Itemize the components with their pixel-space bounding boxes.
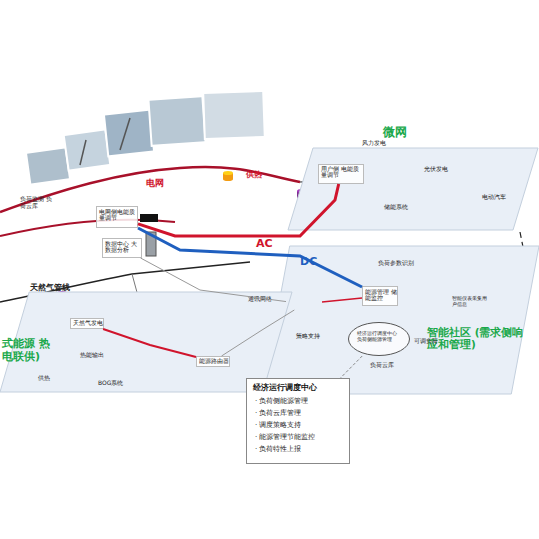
part-label: 热能输出	[80, 352, 120, 359]
connector	[103, 329, 196, 357]
photo	[148, 96, 205, 146]
node-body: · 负荷特性上报	[255, 445, 347, 453]
node-body: · 能源管理节能监控	[255, 433, 347, 441]
storage-cylinder	[223, 171, 233, 181]
panel: 智能社区 (需求侧响应和管理) 能源管理 储能监控经济运行调度中心 负荷侧能源管理	[262, 246, 539, 394]
ellipse-shape	[349, 323, 410, 356]
connector	[141, 258, 286, 302]
part-label: 策略支持	[296, 333, 330, 340]
photo	[64, 129, 111, 170]
part-label: 智能仪表采集用户信息	[452, 296, 488, 308]
node-heading: 能源路由器	[199, 358, 231, 364]
node-body: · 负荷侧能源管理	[255, 397, 347, 405]
node-heading: 天然气发电	[73, 320, 105, 326]
connector	[322, 298, 362, 302]
node-outline	[262, 246, 539, 394]
edge-label: DC	[300, 256, 317, 269]
device-box: 能源管理 储能监控	[362, 286, 398, 306]
node-heading: 经济运行调度中心 负荷侧能源管理	[357, 331, 401, 343]
info-box: 经济运行调度中心 · 负荷侧能源管理 · 负荷云库管理 · 调度策略支持 · 能源管理节…	[246, 378, 350, 464]
part-label: 通讯网络	[248, 296, 282, 303]
part-label: 可调负荷	[414, 338, 448, 345]
photo	[203, 91, 265, 139]
node-heading: 电网侧电能质量调节	[99, 209, 137, 222]
device-box: 电网侧电能质量调节	[96, 206, 138, 228]
node-heading: 数据中心 大数据分析	[105, 241, 141, 254]
edge-label: AC	[256, 238, 273, 251]
tower	[120, 118, 130, 150]
node-heading: 经济运行调度中心	[253, 383, 345, 392]
part-label: 储能系统	[384, 204, 424, 211]
control-ellipse: 经济运行调度中心 负荷侧能源管理	[348, 322, 410, 356]
part-label: 供热	[246, 170, 270, 179]
tower	[80, 140, 86, 165]
panel-shape	[288, 148, 538, 230]
part-label: 天然气管线	[30, 283, 90, 292]
part-label: 电动汽车	[482, 194, 522, 201]
part-label: 负荷监测 负荷云库	[20, 196, 56, 210]
part-label: 负荷参数识别	[378, 260, 428, 267]
illustration-shape	[223, 177, 233, 181]
node-heading: 能源管理 储能监控	[365, 289, 397, 302]
part-label: 光伏发电	[424, 166, 464, 173]
panel: 式能源 热电联供) 天然气发电能源路由器	[0, 292, 292, 392]
node-body: · 调度策略支持	[255, 421, 347, 429]
node-heading: 式能源 热电联供)	[2, 338, 60, 363]
panel-shape	[0, 292, 292, 392]
connector	[138, 228, 362, 287]
device-box: 数据中心 大数据分析	[102, 238, 142, 258]
connector	[138, 184, 339, 236]
part-label: BOG系统	[98, 380, 138, 387]
device-box: 用户侧 电能质量调节	[318, 164, 364, 184]
part-label: 供热	[38, 375, 62, 382]
illustration-shape	[223, 171, 233, 175]
node-body: · 负荷云库管理	[255, 409, 347, 417]
server-tower	[146, 232, 156, 256]
panel: 微网用户侧 电能质量调节	[288, 148, 538, 230]
grid-line	[0, 167, 300, 212]
photo	[104, 110, 154, 157]
node-heading: 微网	[383, 126, 423, 140]
part-label: 风力发电	[362, 140, 402, 147]
connector	[340, 356, 362, 378]
photo	[26, 147, 70, 184]
panel-shape	[262, 246, 539, 394]
router-device	[140, 214, 158, 222]
node-heading: 智能社区 (需求侧响应和管理)	[427, 326, 532, 350]
node-heading: 用户侧 电能质量调节	[321, 166, 363, 179]
node-outline	[288, 148, 538, 230]
part-label: 负荷云库	[370, 362, 404, 369]
part-label: 电网	[146, 178, 176, 188]
connector	[222, 310, 295, 356]
device-box: 能源路由器	[196, 356, 230, 367]
device-box: 天然气发电	[70, 318, 104, 329]
